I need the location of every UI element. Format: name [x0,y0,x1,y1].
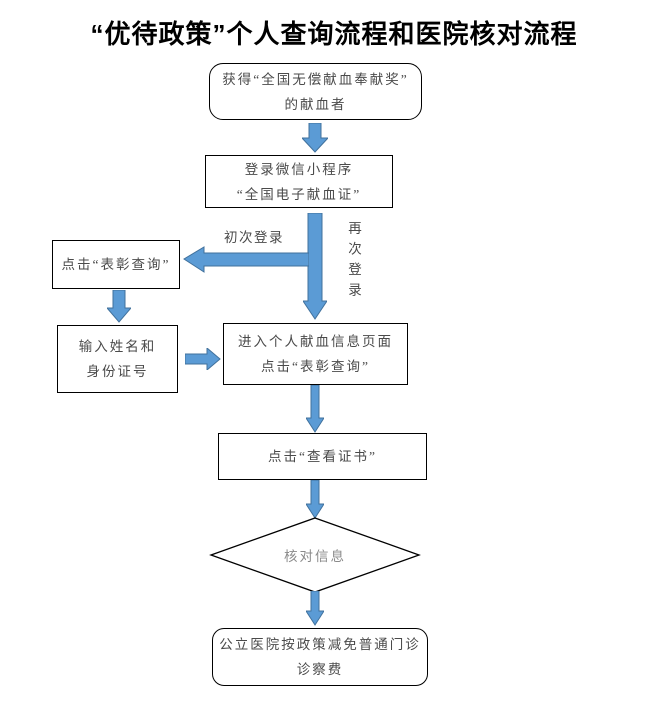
node-name-id: 输入姓名和 身份证号 [57,325,178,393]
node-donor-line1: 获得“全国无偿献血奉献奖” [222,71,409,87]
node-name-id-line1: 输入姓名和 [78,339,157,354]
node-name-id-line2: 身份证号 [86,364,149,379]
edge-label-first-login: 初次登录 [224,230,284,245]
node-login-line2: “全国电子献血证” [236,186,362,202]
arrow-login-to-infopage-icon [303,213,327,320]
node-info-page: 进入个人献血信息页面 点击“表彰查询” [223,323,408,385]
page-title: “优待政策”个人查询流程和医院核对流程 [90,19,578,49]
edge-label-repeat-login: 再次登录 [346,221,361,303]
node-hospital-line2: 诊察费 [296,662,344,677]
node-hospital: 公立医院按政策减免普通门诊 诊察费 [212,628,428,686]
node-view-cert-line1: 点击“查看证书” [268,449,377,464]
node-login: 登录微信小程序 “全国电子献血证” [205,155,393,208]
node-hospital-line1: 公立医院按政策减免普通门诊 [219,637,421,652]
arrow-infopage-to-viewcert-icon [306,385,324,433]
node-info-page-line1: 进入个人献血信息页面 [238,334,393,349]
arrow-query-to-nameid-icon [107,290,131,323]
node-recognition-query: 点击“表彰查询” [52,240,180,289]
arrow-viewcert-to-verify-icon [306,480,324,519]
node-view-cert: 点击“查看证书” [218,433,427,480]
node-donor: 获得“全国无偿献血奉献奖” 的献血者 [209,63,422,120]
node-verify-label: 核对信息 [284,549,346,564]
arrow-verify-to-hospital-icon [306,591,324,626]
arrow-nameid-to-infopage-icon [185,348,221,370]
node-recognition-query-line1: 点击“表彰查询” [61,257,171,272]
arrow-first-login-icon [183,246,309,273]
arrow-donor-to-login-icon [302,123,328,153]
node-login-line1: 登录微信小程序 [244,161,354,177]
node-info-page-line2: 点击“表彰查询” [261,359,370,374]
node-donor-line2: 的献血者 [284,96,347,112]
